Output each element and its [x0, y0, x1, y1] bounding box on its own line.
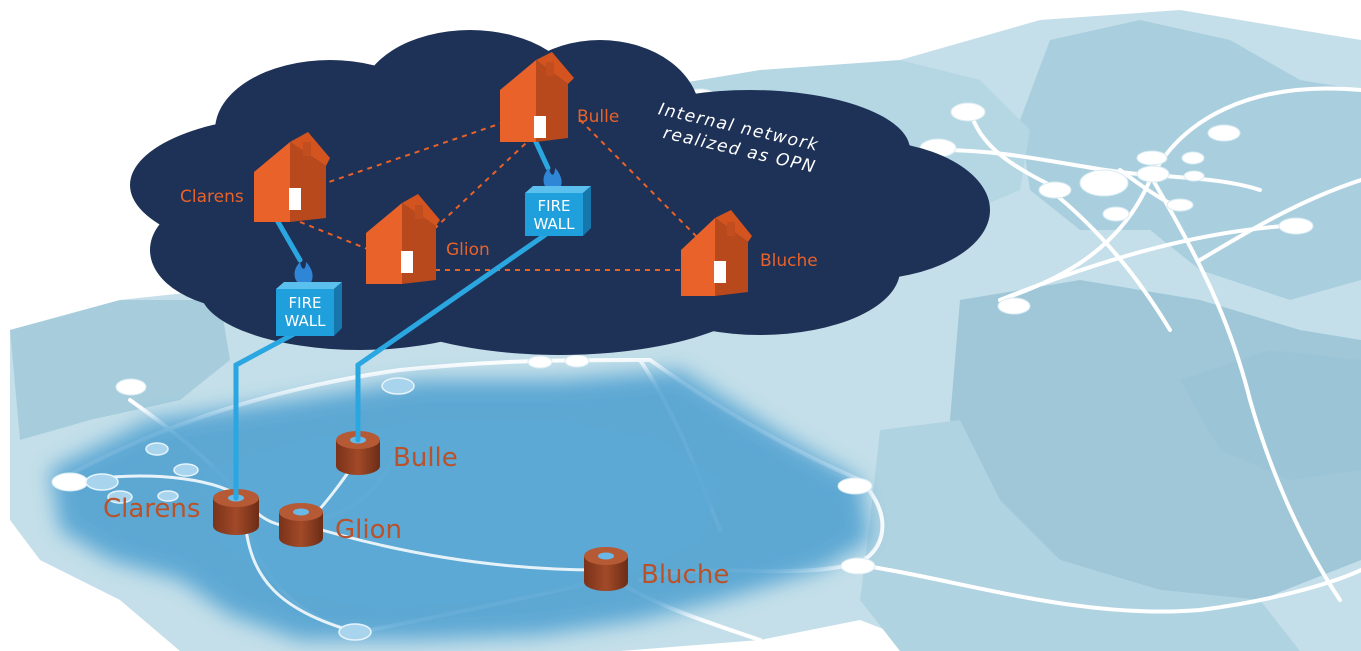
site-label-bulle: Bulle [393, 443, 458, 473]
internal-links [299, 119, 701, 271]
firewall-clarens: FIRE WALL [276, 282, 342, 336]
house-bluche: Bluche [681, 210, 818, 296]
house-label-glion: Glion [446, 240, 490, 260]
house-label-bluche: Bluche [760, 251, 818, 271]
site-label-clarens: Clarens [103, 494, 200, 524]
site-label-bluche: Bluche [641, 560, 729, 590]
map-region-south [860, 420, 1300, 651]
house-bulle: Bulle [500, 52, 619, 142]
firewall-label-line1: FIRE [289, 294, 322, 312]
site-glion: Glion [279, 503, 402, 547]
firewall-label-line2: WALL [534, 215, 576, 233]
site-clarens: Clarens [103, 489, 259, 535]
map-region-far-east [1180, 350, 1361, 480]
firewall-label-line1: FIRE [538, 197, 571, 215]
map-city-dots [51, 88, 1314, 575]
site-markers: Bulle Clarens Glion Bluche [103, 431, 729, 591]
house-label-bulle: Bulle [577, 107, 619, 127]
region-city-dots [85, 377, 415, 641]
house-clarens: Clarens [180, 132, 330, 222]
site-bluche: Bluche [584, 547, 729, 591]
house-label-clarens: Clarens [180, 187, 244, 207]
firewall-bulle: FIRE WALL [525, 186, 591, 236]
flame-icon [294, 262, 313, 288]
house-glion: Glion [366, 194, 490, 284]
site-label-glion: Glion [335, 515, 402, 545]
firewall-label-line2: WALL [285, 312, 327, 330]
map-region-west [10, 300, 230, 440]
